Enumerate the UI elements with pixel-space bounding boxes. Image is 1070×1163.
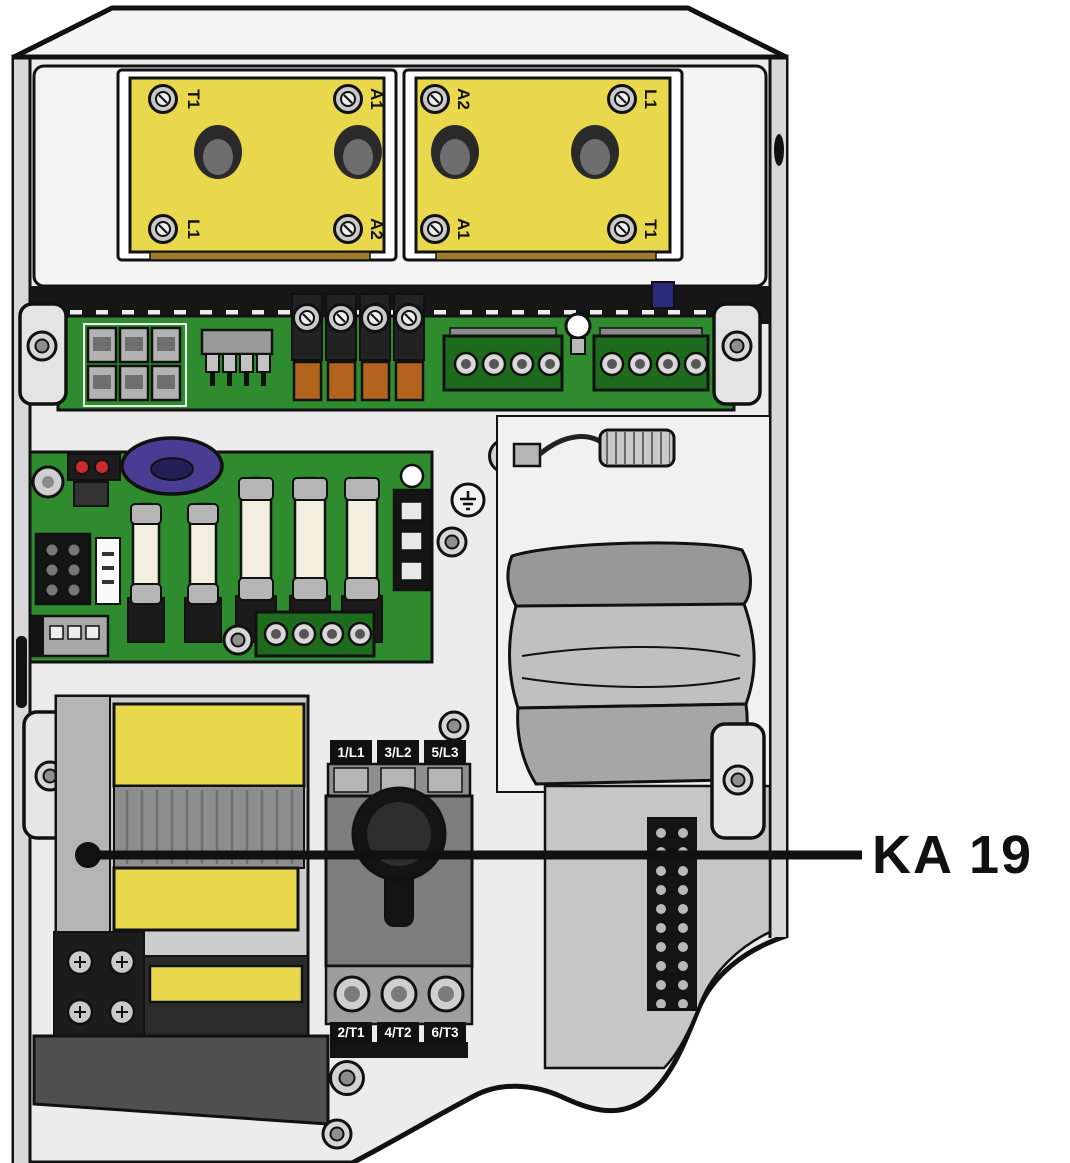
edge-connector [30, 614, 110, 658]
fuse-short [184, 502, 222, 643]
terminal-label: L1 [641, 89, 660, 109]
callout-ka19: KA 19 [75, 825, 1033, 885]
torx-screw-icon [222, 624, 254, 656]
led-stem [570, 337, 586, 355]
terminal-label: A1 [367, 88, 386, 110]
terminal-screw [333, 84, 363, 114]
duct-top [506, 541, 752, 614]
right-edge-connector [392, 488, 432, 592]
terminal-label: L1 [184, 219, 203, 239]
torx-screw-icon [722, 764, 754, 796]
contactor-terminals-right [143, 955, 309, 1043]
right-side-wall [770, 57, 786, 937]
torx-screw-icon [721, 330, 753, 362]
led-dome-white [564, 312, 592, 340]
fuse-pcb [28, 436, 434, 664]
terminal-screw [333, 214, 363, 244]
terminal-chip [330, 1022, 372, 1042]
led-dome-white [399, 463, 425, 489]
pcb-comb-connector [200, 328, 274, 386]
washer-screw-icon [329, 1060, 365, 1096]
led-block-red [67, 453, 121, 507]
terminal-chip [424, 740, 466, 764]
terminal-screw [148, 84, 178, 114]
terminal-screw [148, 214, 178, 244]
terminal-label: A1 [454, 218, 473, 240]
terminal-chip [424, 1022, 466, 1042]
switch-base [330, 1042, 468, 1058]
terminal-screw [607, 84, 637, 114]
torx-screw-icon [436, 526, 468, 558]
callout-dot [75, 842, 101, 868]
control-pcb [56, 293, 736, 412]
right-wall-slot [774, 134, 784, 166]
contactor-label-strip [148, 964, 304, 1004]
switch-terminal-label: 1/L1 [337, 745, 365, 760]
motor-protection-switch: 1/L1 3/L2 5/L3 2/T1 4/T2 6/T3 [324, 740, 474, 1058]
finger-hole-inner [440, 139, 470, 175]
contactor-terminals-left [53, 931, 145, 1043]
terminal-screw [420, 84, 450, 114]
contactor-label-lower [112, 866, 300, 932]
torx-screw-icon [438, 710, 470, 742]
switch-bottom-terminals [333, 975, 465, 1013]
mounting-tab-lower-right [710, 722, 766, 840]
power-terminals-orange [291, 293, 425, 402]
mounting-tab-upper-right [712, 302, 762, 406]
pcb-connector-c [254, 610, 376, 658]
silkscreen-outline [83, 323, 187, 407]
busbar-block-right: A2 L1 A1 T1 [414, 76, 672, 261]
busbar-copper-strip [149, 251, 371, 261]
terminal-label: T1 [184, 89, 203, 109]
terminal-label: A2 [367, 218, 386, 240]
busbar-block-left: T1 A1 L1 A2 [128, 76, 386, 261]
terminal-block-gray [86, 326, 182, 402]
busbar-copper-strip [435, 251, 657, 261]
terminal-chip [330, 740, 372, 764]
toroid-hole [150, 457, 194, 481]
duct-middle [507, 602, 756, 710]
left-side-wall [14, 57, 30, 1163]
finger-hole-inner [203, 139, 233, 175]
cable-connector [512, 442, 542, 468]
terminal-strip [647, 817, 697, 1011]
torx-screw-icon [321, 1118, 353, 1150]
mounting-tab-upper-left [18, 302, 68, 406]
switch-terminal-label: 5/L3 [431, 745, 459, 760]
finger-hole-inner [343, 139, 373, 175]
contactor-label-upper [112, 702, 306, 788]
terminal-screw [420, 214, 450, 244]
switch-terminal-label: 2/T1 [337, 1025, 365, 1040]
terminal-chip [377, 1022, 419, 1042]
blue-component [651, 281, 675, 309]
terminal-label: A2 [454, 88, 473, 110]
earth-ground-icon [450, 482, 486, 518]
pcb-connector-a [442, 327, 564, 392]
switch-terminal-label: 3/L2 [384, 745, 411, 760]
callout-label: KA 19 [872, 825, 1033, 885]
corrugated-tube-ridges [604, 432, 670, 464]
finger-hole-inner [580, 139, 610, 175]
contactor-ka19 [53, 694, 310, 1044]
switch-terminal-label: 4/T2 [384, 1025, 411, 1040]
switch-terminal-label: 6/T3 [431, 1025, 459, 1040]
six-pin-connector [34, 532, 92, 606]
pcb-label-white [95, 537, 121, 605]
top-cover [11, 5, 789, 60]
fuse-short [127, 502, 165, 643]
terminal-chip [377, 740, 419, 764]
terminal-label: T1 [641, 219, 660, 239]
left-wall-slot [16, 636, 27, 708]
torx-screw-icon [26, 330, 58, 362]
terminal-screw [607, 214, 637, 244]
pcb-connector-b [592, 327, 710, 392]
